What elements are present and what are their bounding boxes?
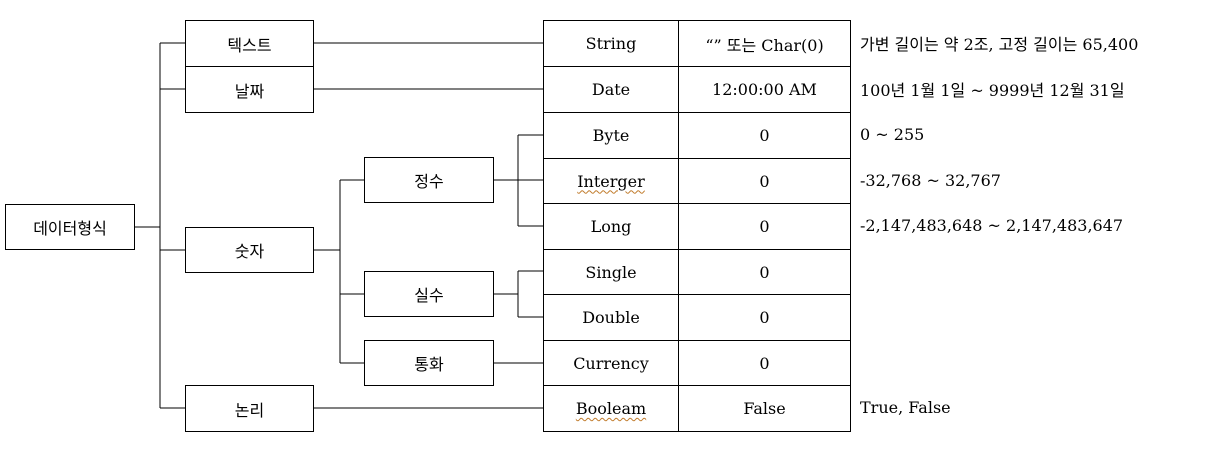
default-cell: “” 또는 Char(0)	[678, 20, 851, 67]
default-cell: 0	[678, 294, 851, 341]
range-text: 100년 1월 1일 ~ 9999년 12월 31일	[860, 80, 1125, 100]
type-cell: String	[543, 20, 679, 67]
subcategory-currency: 통화	[364, 340, 494, 386]
default-cell: 0	[678, 249, 851, 295]
default-cell: False	[678, 385, 851, 432]
range-text: -2,147,483,648 ~ 2,147,483,647	[860, 216, 1124, 235]
category-date: 날짜	[185, 66, 314, 113]
type-cell-wrapper: Interger	[543, 158, 679, 204]
type-cell: Double	[543, 294, 679, 341]
subcategory-integer: 정수	[364, 157, 494, 203]
range-text: -32,768 ~ 32,767	[860, 171, 1001, 190]
category-number: 숫자	[185, 227, 314, 273]
type-cell: Single	[543, 249, 679, 295]
type-cell: Interger	[577, 171, 645, 191]
type-cell: Currency	[543, 340, 679, 386]
type-cell-wrapper: Booleam	[543, 385, 679, 432]
range-text: 가변 길이는 약 2조, 고정 길이는 65,400	[860, 34, 1139, 54]
type-cell: Byte	[543, 112, 679, 159]
default-cell: 12:00:00 AM	[678, 66, 851, 113]
range-text: True, False	[860, 398, 951, 417]
category-logic: 논리	[185, 385, 314, 432]
default-cell: 0	[678, 158, 851, 204]
default-cell: 0	[678, 203, 851, 250]
type-cell: Date	[543, 66, 679, 113]
subcategory-real: 실수	[364, 271, 494, 317]
type-cell: Long	[543, 203, 679, 250]
default-cell: 0	[678, 112, 851, 159]
type-cell: Booleam	[575, 399, 647, 418]
root-node: 데이터형식	[5, 204, 135, 250]
range-text: 0 ~ 255	[860, 125, 925, 144]
default-cell: 0	[678, 340, 851, 386]
category-text: 텍스트	[185, 20, 314, 67]
